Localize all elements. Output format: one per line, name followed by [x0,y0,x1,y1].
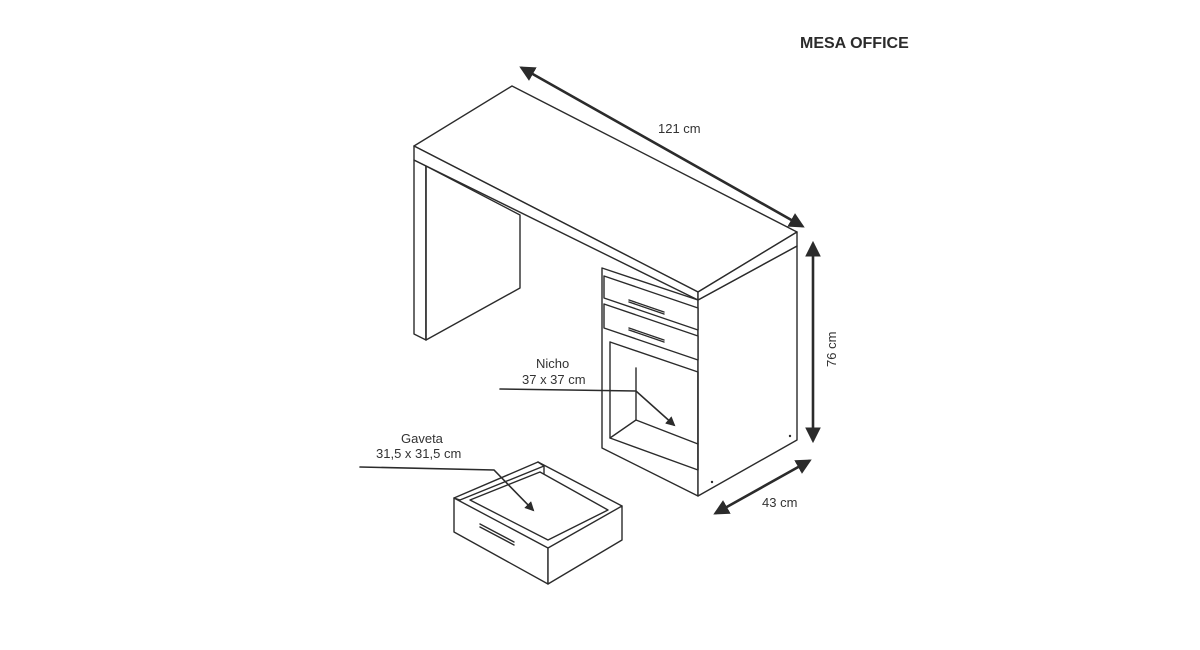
depth-dimension-arrow [713,459,812,515]
drawer-leader-line [359,466,535,512]
niche-leader-line [499,388,676,427]
loose-drawer [453,461,623,585]
drawer-name-label: Gaveta [401,431,444,446]
drawer-side [547,505,623,585]
drawer-handle [479,523,515,543]
drawer-size-label: 31,5 x 31,5 cm [376,446,461,461]
top-drawer-handle [628,299,665,313]
depth-label: 43 cm [762,495,797,510]
width-dimension-arrow [519,66,805,228]
niche-name-label: Nicho [536,356,569,371]
second-drawer-front [603,303,699,361]
left-leg [413,159,427,341]
drawer-inner-floor [469,471,609,541]
desktop-side-edge [697,231,798,301]
width-label: 121 cm [658,121,701,136]
height-label: 76 cm [824,332,839,367]
niche-size-label: 37 x 37 cm [522,372,586,387]
second-drawer-handle [628,327,665,341]
top-drawer-front [603,275,699,331]
desk-drawing [413,85,798,497]
diagram-title: MESA OFFICE [800,35,909,52]
niche-opening [609,341,699,471]
